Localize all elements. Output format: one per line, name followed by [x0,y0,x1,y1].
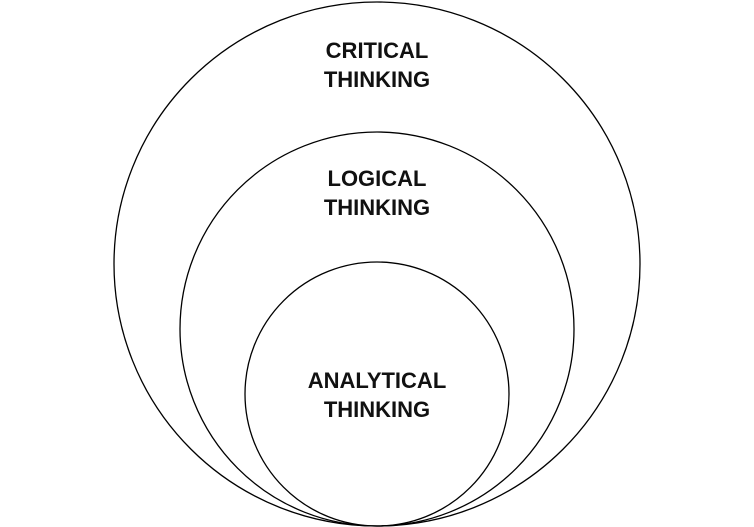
logical-thinking-circle [179,131,575,527]
analytical-label-line2: THINKING [324,397,430,422]
critical-label-line2: THINKING [324,67,430,92]
logical-label-line1: LOGICAL [328,166,427,191]
logical-label-line2: THINKING [324,195,430,220]
critical-label-line1: CRITICAL [326,38,429,63]
analytical-thinking-circle [244,261,510,527]
analytical-label-line1: ANALYTICAL [308,368,447,393]
